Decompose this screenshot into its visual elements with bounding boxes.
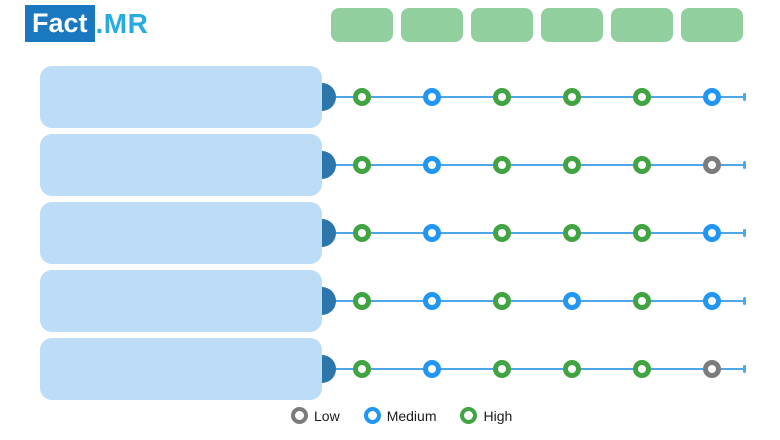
row-connector-bullet xyxy=(322,355,336,383)
column-header-box xyxy=(471,8,533,42)
legend: Low Medium High xyxy=(291,407,536,424)
rating-axis-line xyxy=(326,297,746,305)
rating-dot-high xyxy=(563,360,581,378)
rating-dot-high xyxy=(633,224,651,242)
rating-dot-high xyxy=(493,360,511,378)
rating-dot-high xyxy=(493,88,511,106)
rating-dot-low xyxy=(703,156,721,174)
legend-label: High xyxy=(483,407,513,424)
rating-dot-high xyxy=(633,156,651,174)
rating-dot-medium xyxy=(423,360,441,378)
rating-dot-medium xyxy=(563,292,581,310)
rating-dot-high xyxy=(633,88,651,106)
rating-dot-medium xyxy=(423,224,441,242)
column-header-box xyxy=(611,8,673,42)
rating-axis-line xyxy=(326,161,746,169)
rating-axis-line xyxy=(326,365,746,373)
legend-ring-icon xyxy=(363,407,381,424)
rating-dot-medium xyxy=(423,292,441,310)
rating-dot-high xyxy=(493,156,511,174)
row-label-box xyxy=(40,270,322,332)
rating-dot-high xyxy=(563,156,581,174)
logo-fact-text: Fact xyxy=(25,5,95,42)
row-connector-bullet xyxy=(322,287,336,315)
rating-dot-medium xyxy=(703,224,721,242)
rating-dot-high xyxy=(353,224,371,242)
legend-item-high: High xyxy=(460,407,512,424)
rating-dot-high xyxy=(563,224,581,242)
column-header-box xyxy=(681,8,743,42)
column-header-box xyxy=(541,8,603,42)
legend-label: Low xyxy=(314,407,340,424)
legend-ring-icon xyxy=(460,407,478,424)
legend-label: Medium xyxy=(386,407,437,424)
rating-dot-medium xyxy=(423,88,441,106)
rating-dot-low xyxy=(703,360,721,378)
rating-dot-high xyxy=(353,156,371,174)
factmr-logo: Fact .MR xyxy=(25,5,148,42)
rating-dot-high xyxy=(493,224,511,242)
legend-item-low: Low xyxy=(291,407,340,424)
rating-dot-high xyxy=(563,88,581,106)
rating-axis-line xyxy=(326,229,746,237)
rating-dot-high xyxy=(353,360,371,378)
row-label-box xyxy=(40,66,322,128)
rating-dot-high xyxy=(353,88,371,106)
rating-dot-high xyxy=(353,292,371,310)
logo-mr-text: .MR xyxy=(95,7,149,39)
column-header-box xyxy=(331,8,393,42)
row-label-box xyxy=(40,338,322,400)
rating-dot-medium xyxy=(423,156,441,174)
rating-dot-high xyxy=(633,292,651,310)
legend-item-medium: Medium xyxy=(363,407,437,424)
rating-axis-line xyxy=(326,93,746,101)
row-connector-bullet xyxy=(322,83,336,111)
legend-ring-icon xyxy=(291,407,308,424)
row-connector-bullet xyxy=(322,219,336,247)
row-label-box xyxy=(40,134,322,196)
rating-dot-high xyxy=(493,292,511,310)
rating-dot-high xyxy=(633,360,651,378)
row-label-box xyxy=(40,202,322,264)
column-header-box xyxy=(401,8,463,42)
rating-dot-medium xyxy=(703,88,721,106)
rating-dot-medium xyxy=(703,292,721,310)
row-connector-bullet xyxy=(322,151,336,179)
